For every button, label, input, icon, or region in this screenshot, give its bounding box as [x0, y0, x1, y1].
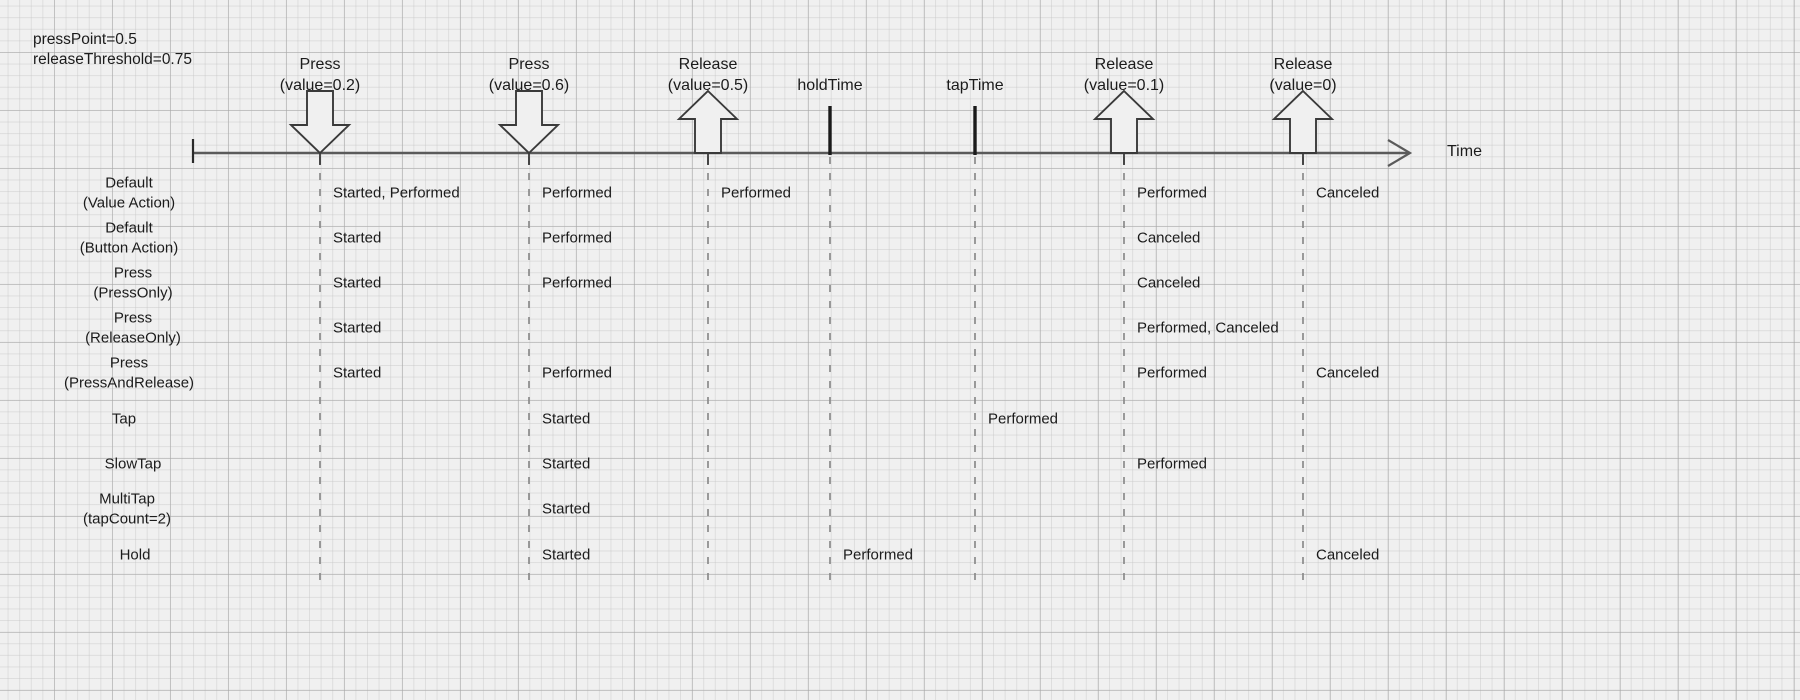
row-label-default-button-action: Default (Button Action)	[79, 219, 179, 257]
cell-press-releaseonly-press-0-2: Started	[333, 319, 382, 337]
cell-multitap-press-0-6: Started	[542, 500, 591, 518]
cell-hold-press-0-6: Started	[542, 546, 591, 564]
cell-press-releaseonly-release-0-1: Performed, Canceled	[1137, 319, 1279, 337]
column-header-press-0-6: Press (value=0.6)	[488, 56, 570, 94]
cell-press-pressandrelease-press-0-6: Performed	[542, 364, 613, 382]
cell-slowtap-release-0-1: Performed	[1137, 455, 1208, 473]
cell-default-button-action-release-0-1: Canceled	[1137, 229, 1201, 247]
row-label-press-releaseonly: Press (ReleaseOnly)	[85, 309, 181, 347]
arrow-down-icon-press-0-2	[288, 90, 352, 155]
arrow-down-icon-press-0-6	[497, 90, 561, 155]
row-label-press-pressonly: Press (PressOnly)	[93, 264, 173, 302]
row-label-slowtap: SlowTap	[104, 455, 162, 473]
cell-press-pressonly-press-0-6: Performed	[542, 274, 613, 292]
row-label-default-value-action: Default (Value Action)	[82, 174, 176, 212]
cell-press-pressandrelease-press-0-2: Started	[333, 364, 382, 382]
cell-press-pressonly-release-0-1: Canceled	[1137, 274, 1201, 292]
row-label-hold: Hold	[119, 546, 151, 564]
column-header-release-0-5: Release (value=0.5)	[667, 56, 749, 94]
column-header-press-0-2: Press (value=0.2)	[279, 56, 361, 94]
cell-hold-release-0: Canceled	[1316, 546, 1380, 564]
column-header-release-0-1: Release (value=0.1)	[1083, 56, 1165, 94]
row-label-multitap: MultiTap (tapCount=2)	[83, 490, 171, 528]
cell-default-value-action-release-0-1: Performed	[1137, 184, 1208, 202]
arrow-up-icon-release-0	[1271, 89, 1335, 154]
column-header-hold-time: holdTime	[797, 77, 863, 94]
cell-press-pressandrelease-release-0: Canceled	[1316, 364, 1380, 382]
cell-default-value-action-press-0-6: Performed	[542, 184, 613, 202]
cell-default-value-action-release-0-5: Performed	[721, 184, 792, 202]
row-label-tap: Tap	[111, 410, 137, 428]
cell-press-pressonly-press-0-2: Started	[333, 274, 382, 292]
cell-default-value-action-release-0: Canceled	[1316, 184, 1380, 202]
cell-tap-press-0-6: Started	[542, 410, 591, 428]
arrow-up-icon-release-0-5	[676, 89, 740, 154]
cell-press-pressandrelease-release-0-1: Performed	[1137, 364, 1208, 382]
column-header-release-0: Release (value=0)	[1269, 56, 1337, 94]
cell-default-button-action-press-0-6: Performed	[542, 229, 613, 247]
cell-default-button-action-press-0-2: Started	[333, 229, 382, 247]
cell-slowtap-press-0-6: Started	[542, 455, 591, 473]
cell-tap-tap-time: Performed	[988, 410, 1059, 428]
row-label-press-pressandrelease: Press (PressAndRelease)	[63, 354, 195, 392]
arrow-up-icon-release-0-1	[1092, 89, 1156, 154]
cell-default-value-action-press-0-2: Started, Performed	[333, 184, 460, 202]
parameters-note: pressPoint=0.5 releaseThreshold=0.75	[33, 31, 192, 68]
column-header-tap-time: tapTime	[946, 77, 1004, 94]
axis-label-time: Time	[1447, 143, 1482, 160]
cell-hold-hold-time: Performed	[843, 546, 914, 564]
